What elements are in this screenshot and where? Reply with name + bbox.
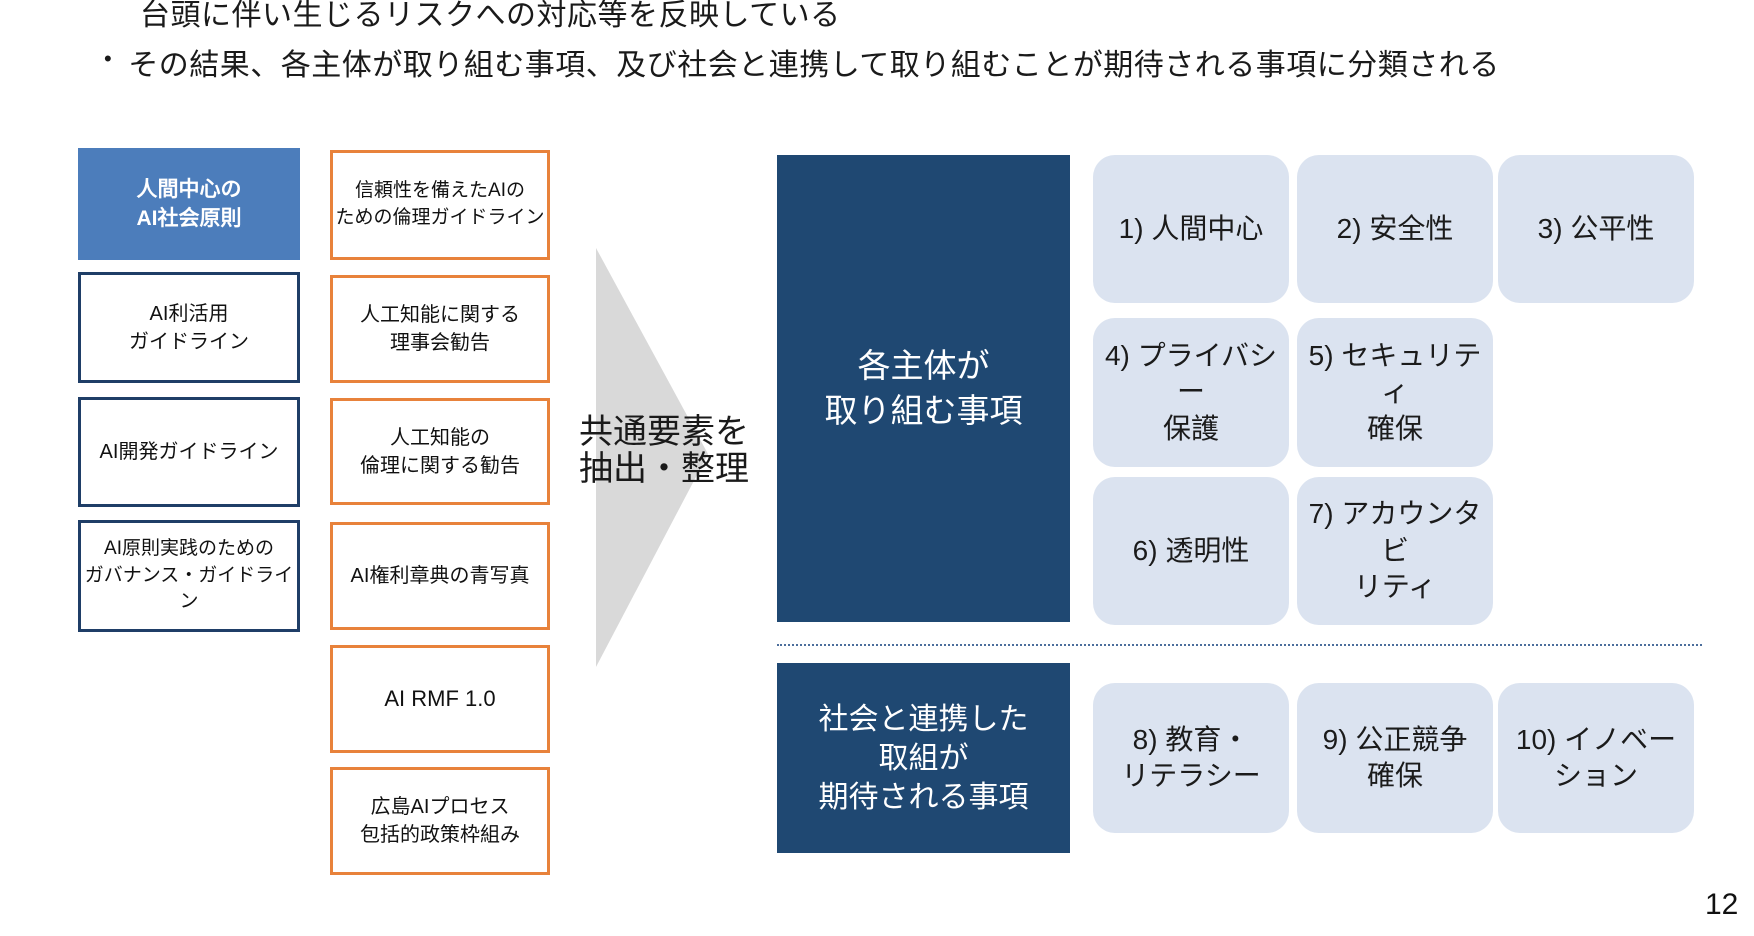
dotted-divider — [777, 644, 1702, 646]
left-box-human-centric-ai-principles: 人間中心の AI社会原則 — [78, 148, 300, 260]
tile-1-human-centric: 1) 人間中心 — [1093, 155, 1289, 303]
bullet-icon: • — [104, 46, 113, 71]
intro-text-clipped-line: 台頭に伴い生じるリスクへの対応等を反映している — [140, 0, 841, 32]
tile-10-innovation: 10) イノベー ション — [1498, 683, 1694, 833]
tile-6-transparency: 6) 透明性 — [1093, 477, 1289, 625]
intro-bullet-text: その結果、各主体が取り組む事項、及び社会と連携して取り組むことが期待される事項に… — [128, 49, 1500, 82]
tile-8-education-literacy: 8) 教育・ リテラシー — [1093, 683, 1289, 833]
orange-box-ai-bill-of-rights-blueprint: AI権利章典の青写真 — [330, 522, 550, 630]
tile-3-fairness: 3) 公平性 — [1498, 155, 1694, 303]
orange-box-recommendation-on-ai-ethics: 人工知能の 倫理に関する勧告 — [330, 398, 550, 505]
arrow-triangle-icon — [596, 248, 708, 667]
tile-7-accountability: 7) アカウンタビ リティ — [1297, 477, 1493, 625]
tile-4-privacy-protection: 4) プライバシー 保護 — [1093, 318, 1289, 467]
right-arrow-shape — [596, 248, 708, 667]
tile-2-safety: 2) 安全性 — [1297, 155, 1493, 303]
panel-items-expected-with-society: 社会と連携した 取組が 期待される事項 — [777, 663, 1070, 853]
orange-box-council-recommendation-on-ai: 人工知能に関する 理事会勧告 — [330, 275, 550, 383]
tile-5-security: 5) セキュリティ 確保 — [1297, 318, 1493, 467]
panel-items-each-entity-addresses: 各主体が 取り組む事項 — [777, 155, 1070, 622]
intro-bullet-line: • その結果、各主体が取り組む事項、及び社会と連携して取り組むことが期待される事… — [104, 40, 1500, 84]
left-box-ai-utilization-guidelines: AI利活用 ガイドライン — [78, 272, 300, 383]
orange-box-ai-rmf-1-0: AI RMF 1.0 — [330, 645, 550, 753]
arrow-label-extract-common-elements: 共通要素を 抽出・整理 — [579, 413, 749, 489]
left-box-ai-development-guidelines: AI開発ガイドライン — [78, 397, 300, 507]
page-number: 12 — [1705, 888, 1739, 921]
tile-9-fair-competition: 9) 公正競争 確保 — [1297, 683, 1493, 833]
orange-box-hiroshima-ai-process: 広島AIプロセス 包括的政策枠組み — [330, 767, 550, 875]
left-box-governance-guidelines: AI原則実践のための ガバナンス・ガイドライン — [78, 520, 300, 632]
orange-box-trustworthy-ai-ethics-guidelines: 信頼性を備えたAIの ための倫理ガイドライン — [330, 150, 550, 260]
